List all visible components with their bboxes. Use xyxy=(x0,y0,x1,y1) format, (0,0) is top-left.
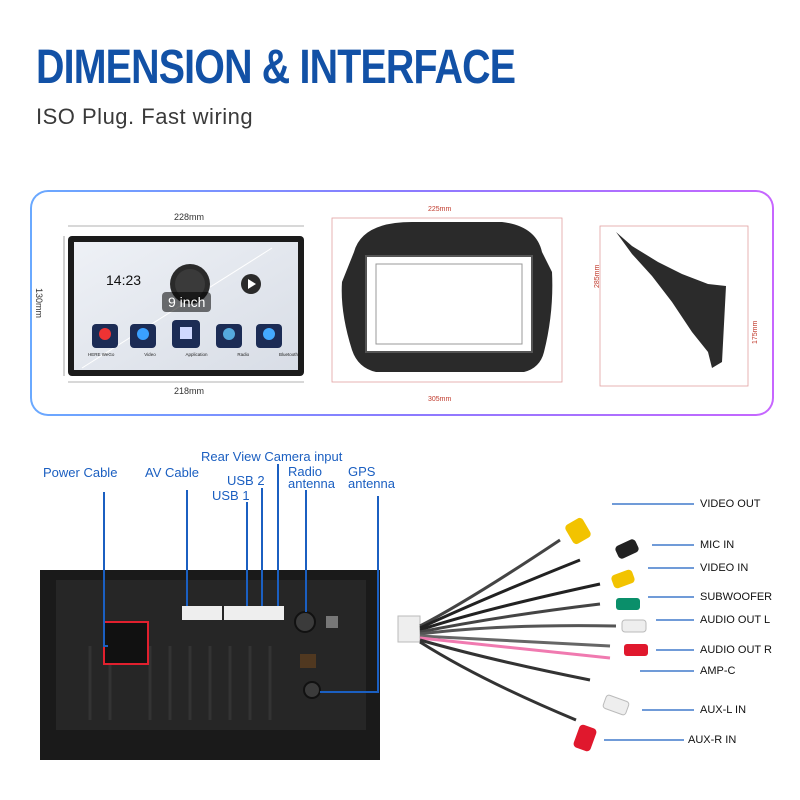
dimension-panel: 228mm 218mm 130mm xyxy=(30,190,774,416)
label-radio-1: Radio xyxy=(288,464,322,479)
dimension-panel-inner: 228mm 218mm 130mm xyxy=(32,192,772,414)
label-usb2: USB 2 xyxy=(227,473,265,488)
cable-amp-c: AMP-C xyxy=(700,665,736,677)
cable-video-in: VIDEO IN xyxy=(700,562,749,574)
label-rear-camera: Rear View Camera input xyxy=(201,449,343,464)
bracket-height-left: 285mm xyxy=(594,264,601,288)
bracket-height-right: 175mm xyxy=(752,320,759,344)
page-title: DIMENSION & INTERFACE xyxy=(36,41,516,94)
app-labels: HERE WeGo Video Application Radio Blueto… xyxy=(88,352,298,357)
label-av-cable: AV Cable xyxy=(145,465,199,480)
cable-audio-out-l: AUDIO OUT L xyxy=(700,614,771,626)
frame-width-bottom: 305mm xyxy=(428,396,452,403)
interface-drawings xyxy=(40,464,694,760)
frame-width-top: 225mm xyxy=(428,206,452,213)
screen-size-badge: 9 inch xyxy=(162,292,212,312)
unit-width-top: 228mm xyxy=(174,212,205,222)
app-label-bluetooth: Bluetooth xyxy=(278,352,298,357)
app-label-here: HERE WeGo xyxy=(88,352,115,357)
label-power-cable: Power Cable xyxy=(43,465,118,480)
label-usb1: USB 1 xyxy=(212,488,250,503)
app-label-radio: Radio xyxy=(237,352,250,357)
label-radio-2: antenna xyxy=(288,476,335,491)
app-label-video: Video xyxy=(144,352,156,357)
cable-audio-out-r: AUDIO OUT R xyxy=(700,644,772,656)
cable-aux-r-in: AUX-R IN xyxy=(688,734,737,746)
cable-aux-l-in: AUX-L IN xyxy=(700,704,747,716)
label-gps-2: antenna xyxy=(348,476,395,491)
cable-subwoofer: SUBWOOFER xyxy=(700,591,773,603)
page-subtitle: ISO Plug. Fast wiring xyxy=(36,104,254,129)
clock: 14:23 xyxy=(106,272,142,288)
cable-video-out: VIDEO OUT xyxy=(700,498,761,510)
dimension-drawings xyxy=(63,217,749,387)
app-label-application: Application xyxy=(185,352,208,357)
unit-width-bottom: 218mm xyxy=(174,386,205,396)
label-gps-1: GPS xyxy=(348,464,376,479)
cable-mic-in: MIC IN xyxy=(700,539,735,551)
